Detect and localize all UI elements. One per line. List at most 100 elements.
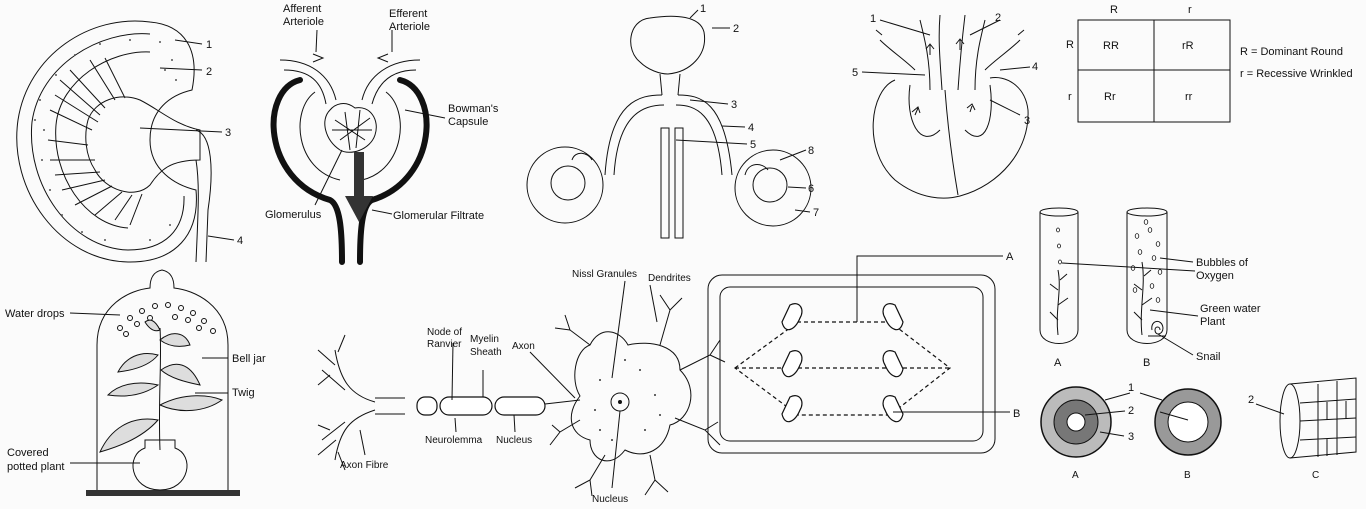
heart-label-1: 1	[870, 13, 876, 25]
chromosomes-left	[781, 303, 803, 423]
efferent-label-2: Arteriole	[389, 21, 430, 33]
kidney-pelvis	[85, 96, 201, 193]
punnett-cell-RR: RR	[1103, 40, 1119, 52]
section-c-tube	[1279, 377, 1357, 459]
bell-jar-diagram: Water drops Bell jar Twig Covered potted…	[5, 269, 266, 496]
punnett-top-R: R	[1110, 4, 1118, 16]
base-plate	[86, 490, 240, 496]
punnett-cell-Rr: Rr	[1104, 91, 1116, 103]
afferent-label-1: Afferent	[283, 3, 321, 15]
mitosis-label-a: A	[1006, 251, 1014, 263]
kidney-label-3: 3	[225, 127, 231, 139]
mitosis-cell-diagram: A B	[707, 251, 1020, 454]
dendrites	[549, 294, 726, 497]
node-label-1: Node of	[427, 327, 462, 338]
urethral-tube-left	[660, 127, 670, 239]
efferent-label-1: Efferent	[389, 8, 427, 20]
afferent-label-2: Arteriole	[283, 16, 324, 28]
capsule-inner-wall	[299, 91, 401, 181]
filtrate-label: Glomerular Filtrate	[393, 210, 484, 222]
plant-label-1: Green water	[1200, 303, 1261, 315]
heart-vessels	[879, 14, 1021, 91]
chromosomes-right	[882, 303, 904, 423]
right-testis-inner	[752, 167, 788, 203]
urinary-label-5: 5	[750, 139, 756, 151]
plant-stem	[158, 327, 162, 451]
axon-fibre-label: Axon Fibre	[340, 460, 389, 471]
cell-wall-outer	[707, 274, 996, 454]
urethra	[659, 73, 681, 96]
punnett-cell-rr: rr	[1185, 91, 1193, 103]
right-duct	[675, 94, 733, 176]
myelin-segments	[416, 396, 546, 416]
covered-label-1: Covered	[7, 447, 49, 459]
water-drops	[117, 302, 216, 337]
section-label-1: 1	[1128, 382, 1134, 394]
glomerulus-label: Glomerulus	[265, 209, 322, 221]
kidney-medulla	[55, 51, 151, 229]
tube-a-label: A	[1054, 357, 1062, 369]
kidney-cortex-line	[30, 33, 185, 251]
urinary-label-3: 3	[731, 99, 737, 111]
axon-start	[375, 397, 405, 415]
punnett-square: R r R r RR rR Rr rr R = Dominant Round r…	[1066, 4, 1353, 123]
node-label-2: Ranvier	[427, 339, 462, 350]
nucleus-label-1: Nucleus	[496, 435, 532, 446]
plant-leaves	[99, 319, 224, 453]
section-b-lumen	[1167, 401, 1209, 443]
cross-sections: 1 2 3 2 A B C	[1040, 377, 1357, 481]
section-label-3: 3	[1128, 431, 1134, 443]
kidney-label-1: 1	[206, 39, 212, 51]
left-duct	[604, 94, 665, 176]
plant-a	[1049, 269, 1069, 336]
twig-label: Twig	[232, 387, 255, 399]
spindle-lines	[733, 321, 951, 416]
urethral-tube-right	[674, 127, 684, 239]
kidney-outline	[16, 20, 197, 263]
section-caption-a: A	[1072, 470, 1079, 481]
water-drops-label: Water drops	[5, 308, 65, 320]
kidney-diagram: 1 2 3 4	[16, 20, 243, 263]
snail	[1148, 321, 1166, 337]
urinary-label-8: 8	[808, 145, 814, 157]
kidney-label-2: 2	[206, 66, 212, 78]
urinary-label-4: 4	[748, 122, 754, 134]
efferent-vessel	[361, 59, 421, 105]
neuron-diagram: Node of Ranvier Myelin Sheath Axon Nissl…	[317, 269, 726, 505]
axon-label: Axon	[512, 341, 535, 352]
kidney-label-4: 4	[237, 235, 243, 247]
punnett-legend-recessive: r = Recessive Wrinkled	[1240, 68, 1353, 80]
urinary-system-diagram: 1 2 3 4 5 8 6 7	[526, 3, 819, 239]
nucleus-label-2: Nucleus	[592, 494, 628, 505]
myelin-label-2: Sheath	[470, 347, 502, 358]
heart-label-5: 5	[852, 67, 858, 79]
covered-label-2: potted plant	[7, 461, 65, 473]
punnett-legend-dominant: R = Dominant Round	[1240, 46, 1343, 58]
tube-b	[1126, 212, 1168, 344]
flower-pot	[132, 439, 188, 491]
heart-label-2: 2	[995, 12, 1001, 24]
filtrate-arrow-shaft	[354, 152, 364, 200]
nissl-granules	[594, 359, 661, 441]
heart-diagram: 1 2 5 4 3	[852, 12, 1038, 199]
heart-septum	[908, 84, 992, 196]
ureter	[195, 129, 212, 263]
capsule-outer-wall	[270, 77, 345, 265]
bladder	[630, 15, 706, 75]
plant-label-2: Plant	[1200, 316, 1225, 328]
capsule-outer-wall-right	[357, 77, 430, 265]
section-a-lumen	[1066, 412, 1086, 432]
bell-jar-outline	[96, 269, 229, 492]
urinary-label-1: 1	[700, 3, 706, 15]
bubbles-label-1: Bubbles of	[1196, 257, 1249, 269]
snail-label: Snail	[1196, 351, 1220, 363]
tube-b-label: B	[1143, 357, 1150, 369]
heart-flow-arrows	[875, 29, 1025, 116]
dendrites-label: Dendrites	[648, 273, 691, 284]
punnett-side-R: R	[1066, 39, 1074, 51]
photosynthesis-tubes: Bubbles of Oxygen Green water Plant Snai…	[1039, 207, 1261, 369]
punnett-cell-rR: rR	[1182, 40, 1194, 52]
glomerulus-tuft	[324, 103, 377, 153]
plant-b	[1133, 261, 1153, 336]
